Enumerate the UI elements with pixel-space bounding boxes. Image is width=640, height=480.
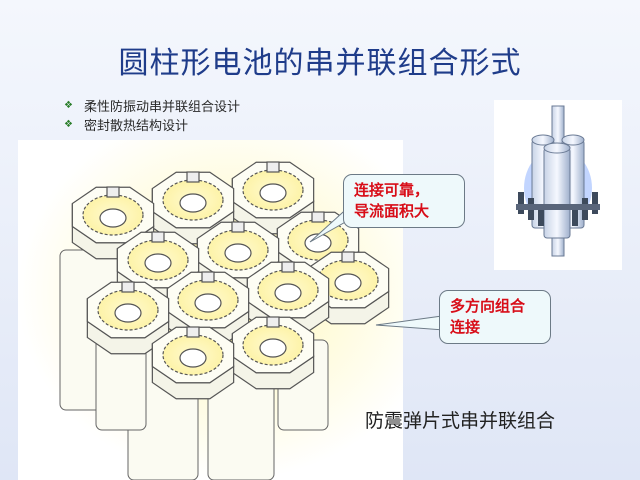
bullet-item: ❖ 密封散热结构设计 xyxy=(64,115,240,134)
bullet-text: 柔性防振动串并联组合设计 xyxy=(84,100,241,115)
battery-assembly-illustration xyxy=(18,140,403,480)
diamond-bullet-icon: ❖ xyxy=(64,119,73,130)
bullet-list: ❖ 柔性防振动串并联组合设计 ❖ 密封散热结构设计 xyxy=(64,96,240,134)
battery-cell-cap xyxy=(86,281,170,355)
bullet-text: 密封散热结构设计 xyxy=(84,119,189,134)
battery-cell-cap xyxy=(231,316,315,390)
callout-line: 连接可靠， xyxy=(354,181,430,199)
figure-caption: 防震弹片式串并联组合 xyxy=(365,410,556,432)
callout-line: 导流面积大 xyxy=(354,202,430,220)
battery-pack-photo xyxy=(494,100,622,270)
bullet-item: ❖ 柔性防振动串并联组合设计 xyxy=(64,96,240,115)
callout-multi-direction: 多方向组合 连接 xyxy=(439,290,551,344)
callout-line: 连接 xyxy=(450,318,481,336)
callout-line: 多方向组合 xyxy=(450,297,526,315)
callout-reliable-connection: 连接可靠， 导流面积大 xyxy=(343,174,465,228)
battery-cell-cap xyxy=(151,326,235,400)
slide-title: 圆柱形电池的串并联组合形式 xyxy=(118,46,522,81)
diamond-bullet-icon: ❖ xyxy=(64,100,73,111)
battery-cell-cap xyxy=(166,271,250,345)
